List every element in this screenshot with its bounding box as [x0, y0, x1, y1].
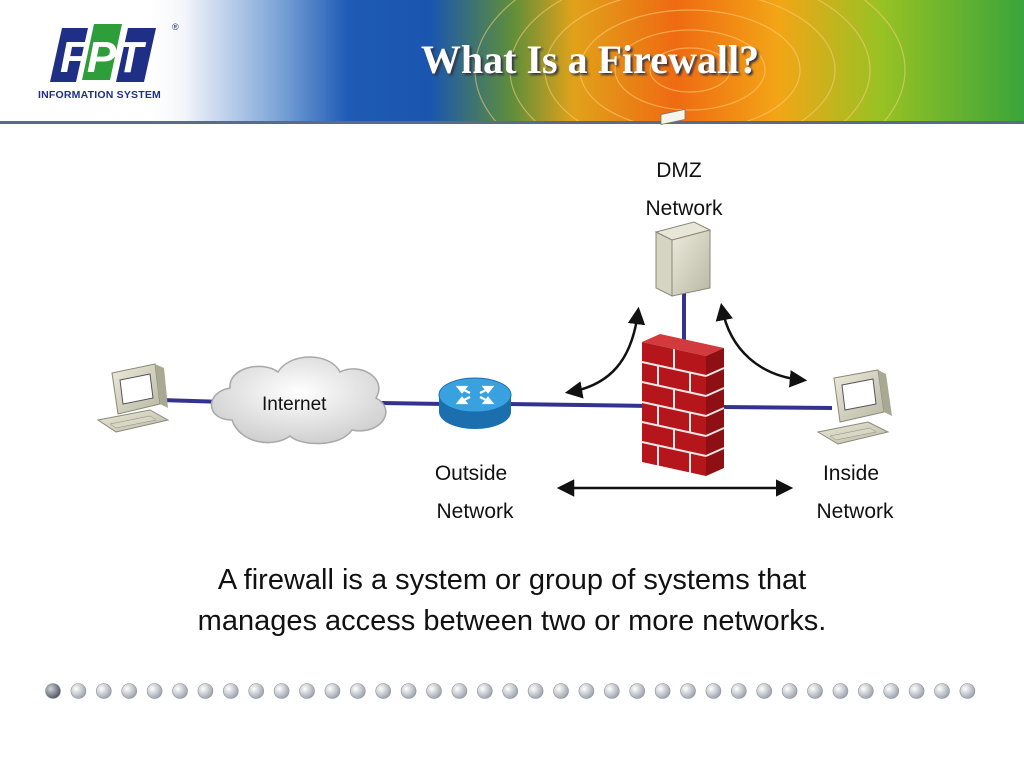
footer-dot — [832, 683, 849, 699]
inside-pc-icon — [816, 369, 892, 445]
footer-dot — [324, 683, 341, 699]
footer-dot — [248, 683, 264, 699]
footer-dot — [121, 683, 137, 699]
footer-dot — [426, 683, 442, 699]
footer-dot — [172, 683, 188, 699]
inside-label-line1: Inside — [822, 462, 880, 485]
footer-dot — [781, 683, 798, 699]
network-links — [159, 292, 833, 410]
dmz-server-icon — [654, 108, 712, 297]
footer-dot — [934, 683, 950, 699]
footer-dot — [146, 683, 163, 699]
footer-dot — [680, 683, 696, 699]
footer-dot — [705, 683, 722, 699]
header-divider — [0, 121, 1024, 124]
logo-subtitle: INFORMATION SYSTEM — [38, 89, 161, 101]
definition-line2: manages access between two or more netwo… — [197, 605, 827, 637]
arrow-outside-to-dmz — [564, 306, 646, 399]
footer-dot — [400, 683, 417, 699]
footer-dot — [45, 683, 61, 699]
footer-dot — [908, 683, 925, 699]
footer-dot — [70, 683, 87, 699]
svg-text:®: ® — [172, 22, 179, 32]
footer-dot — [349, 683, 366, 699]
footer-dot — [756, 683, 773, 699]
router-icon — [438, 377, 512, 429]
outside-pc-icon — [96, 363, 170, 433]
svg-text:FPT: FPT — [60, 33, 146, 82]
footer-dot — [553, 683, 569, 699]
footer-dot — [527, 683, 544, 699]
header-banner: FPT ® INFORMATION SYSTEM What Is a Firew… — [0, 0, 1024, 124]
footer-dot — [603, 683, 620, 699]
footer-dot-row — [45, 683, 976, 699]
arrow-inside-to-dmz — [715, 302, 808, 388]
footer-dot — [451, 683, 468, 699]
footer-dot — [883, 683, 900, 699]
footer-dot — [959, 683, 976, 699]
inside-network-label: Inside Network — [790, 455, 920, 531]
dmz-network-label: DMZ Network — [620, 152, 748, 228]
footer-dot — [654, 683, 671, 699]
footer-dot — [857, 683, 874, 699]
footer-dot — [95, 683, 112, 699]
footer-dot — [223, 683, 239, 699]
inside-label-line2: Network — [816, 500, 894, 523]
footer-dot — [197, 683, 214, 699]
traffic-arrows — [556, 302, 808, 497]
footer-dot — [273, 683, 290, 699]
outside-network-label: Outside Network — [410, 455, 540, 531]
footer-dot — [299, 683, 315, 699]
footer-dot — [375, 683, 392, 699]
footer-dot — [476, 683, 493, 699]
fpt-logo-icon: FPT ® — [50, 22, 179, 82]
firewall-icon — [641, 334, 725, 476]
internet-label: Internet — [262, 394, 327, 415]
footer-dot — [502, 683, 519, 699]
footer-dot — [807, 683, 823, 699]
outside-label-line1: Outside — [434, 462, 508, 485]
footer-dot — [629, 683, 646, 699]
outside-label-line2: Network — [436, 500, 514, 523]
footer-dot — [730, 683, 747, 699]
slide-title: What Is a Firewall? — [420, 37, 760, 82]
dmz-label-line1: DMZ — [656, 159, 702, 182]
firewall-definition: A firewall is a system or group of syste… — [100, 560, 924, 642]
dmz-label-line2: Network — [645, 197, 723, 220]
logo-area: FPT ® INFORMATION SYSTEM — [0, 0, 190, 122]
internet-cloud-icon — [210, 356, 387, 445]
footer-dot — [578, 683, 595, 699]
definition-line1: A firewall is a system or group of syste… — [217, 564, 807, 596]
